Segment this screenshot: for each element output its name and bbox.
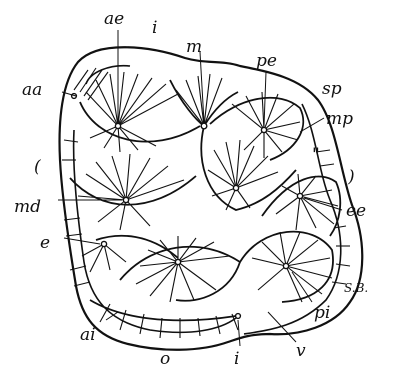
label-aa: aa (22, 80, 42, 100)
label-e: e (40, 233, 50, 253)
label-close-paren: ) (347, 167, 355, 187)
label-pi: pi (314, 303, 330, 323)
label-i-bottom: i (234, 349, 239, 369)
labels: aa ae i m pe sp mp ( " ) md ee e S.B. pi… (14, 9, 368, 369)
label-m: m (186, 37, 202, 57)
label-sb: S.B. (344, 281, 368, 295)
label-pe: pe (256, 51, 277, 71)
label-double-prime: " (312, 145, 320, 165)
label-o: o (160, 349, 170, 369)
label-v: v (296, 341, 306, 361)
hatching (62, 68, 350, 338)
label-ee: ee (346, 201, 366, 221)
label-ai: ai (80, 325, 96, 345)
label-ae: ae (104, 9, 124, 29)
label-sp: sp (322, 79, 342, 99)
label-md: md (14, 197, 41, 217)
label-open-paren: ( (34, 157, 41, 177)
label-mp: mp (326, 109, 353, 129)
label-i-top: i (152, 18, 157, 38)
